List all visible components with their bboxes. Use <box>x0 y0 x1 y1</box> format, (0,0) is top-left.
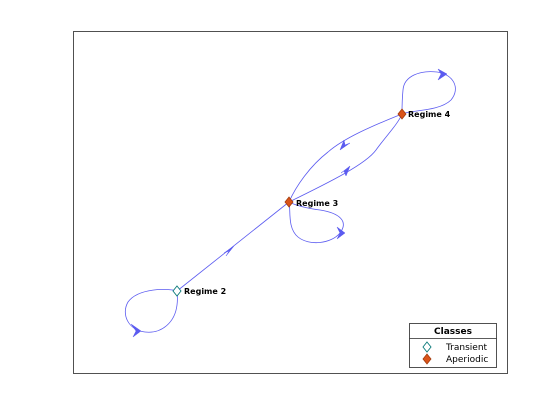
aperiodic-diamond-marker <box>284 196 294 208</box>
node-regime-3: Regime 3 <box>284 196 338 208</box>
edges <box>124 68 456 338</box>
arrow-regime3-self <box>336 226 346 240</box>
legend-label-aperiodic: Aperiodic <box>446 355 488 365</box>
legend-aperiodic-marker <box>422 353 432 365</box>
arrow-regime4-self <box>437 68 448 81</box>
node-label-regime-4: Regime 4 <box>408 110 451 119</box>
node-label-regime-3: Regime 3 <box>296 199 338 208</box>
node-regime-2: Regime 2 <box>172 285 226 297</box>
arrow-regime2-to-regime3 <box>223 245 235 257</box>
arrow-regime3-to-regime4 <box>340 165 351 177</box>
legend: Classes Transient Aperiodic <box>409 323 497 368</box>
edge-regime2-self <box>124 289 178 333</box>
transient-diamond-marker <box>172 285 182 297</box>
node-label-regime-2: Regime 2 <box>184 287 226 296</box>
legend-label-transient: Transient <box>445 343 488 353</box>
edge-regime4-to-regime3 <box>288 113 403 203</box>
aperiodic-diamond-marker <box>397 108 407 120</box>
edge-regime4-self <box>401 71 456 115</box>
legend-transient-marker <box>422 341 432 353</box>
node-regime-4: Regime 4 <box>397 108 451 120</box>
arrow-regime2-self <box>130 323 142 338</box>
arrow-regime4-to-regime3 <box>339 139 351 151</box>
edge-regime3-to-regime4 <box>288 113 403 203</box>
legend-title: Classes <box>434 327 472 337</box>
